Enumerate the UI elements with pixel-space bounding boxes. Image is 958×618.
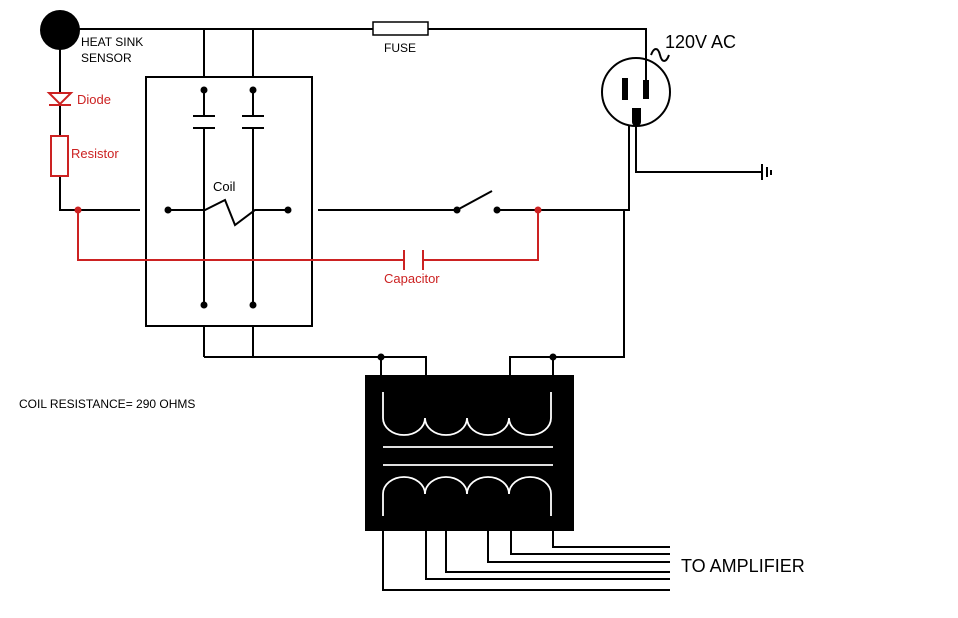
switch-lever (456, 190, 493, 211)
relay-bottom-leads (203, 326, 254, 357)
outlet-ground-hole (632, 108, 641, 127)
relay-node-left (164, 206, 172, 214)
heat-sink-label-line1: HEAT SINK (81, 35, 143, 49)
transformer-body (365, 375, 574, 531)
transformer-windings (382, 392, 553, 516)
amp-lead-1 (382, 531, 670, 591)
contact-a-top (200, 86, 208, 94)
red-wires (50, 135, 539, 270)
ground-plates (761, 164, 772, 180)
red-node-left (74, 206, 82, 214)
fuse-label: FUSE (384, 41, 416, 55)
relay-contact-top-wires (203, 29, 254, 76)
amp-lead-3 (445, 531, 670, 573)
amp-lead-6 (552, 531, 670, 548)
relay-contact-plates (193, 115, 264, 129)
red-node-right (534, 206, 542, 214)
diode-triangle (46, 92, 74, 106)
to-amplifier-label: TO AMPLIFIER (681, 556, 805, 576)
switch-pivot (453, 206, 461, 214)
outlet-slot-right (643, 80, 649, 99)
capacitor-plates (403, 250, 424, 270)
ground-wire (635, 118, 762, 173)
resistor-symbol (50, 135, 69, 177)
red-junctions (74, 206, 542, 214)
contact-b-bottom (249, 301, 257, 309)
coil-wire (168, 198, 288, 227)
switch-outlet-wire (497, 209, 625, 376)
outlet-lead-wire (624, 125, 630, 211)
outlet-slot-left (622, 78, 628, 100)
black-junctions (164, 86, 557, 361)
capacitor-label: Capacitor (384, 271, 440, 286)
ac-squiggle (650, 48, 670, 62)
heat-sink-label-line2: SENSOR (81, 51, 132, 65)
primary-junction-left (377, 353, 385, 361)
contact-b-top (249, 86, 257, 94)
coil-resistance-note: COIL RESISTANCE= 290 OHMS (19, 397, 195, 411)
relay-bottom-wire (204, 356, 427, 376)
resistor-label: Resistor (71, 146, 119, 161)
diode-symbol (46, 92, 74, 106)
primary-winding (382, 392, 552, 436)
fuse-symbol (372, 21, 429, 36)
amp-lead-4 (487, 531, 670, 563)
contact-a-bottom (200, 301, 208, 309)
capacitor-wire (77, 210, 539, 261)
outlet-slots (622, 78, 649, 127)
amp-lead-5 (510, 531, 670, 555)
resistor-node-wire (59, 176, 140, 211)
diode-label: Diode (77, 92, 111, 107)
heat-sink-sensor (40, 10, 80, 50)
relay-node-right (284, 206, 292, 214)
amp-lead-2 (425, 531, 670, 580)
coil-label: Coil (213, 179, 236, 194)
secondary-winding (382, 476, 552, 516)
primary-junction-right (549, 353, 557, 361)
relay-box (145, 76, 313, 327)
top-wire (60, 28, 647, 80)
switch-contact (493, 206, 501, 214)
supply-label: 120V AC (665, 32, 736, 52)
